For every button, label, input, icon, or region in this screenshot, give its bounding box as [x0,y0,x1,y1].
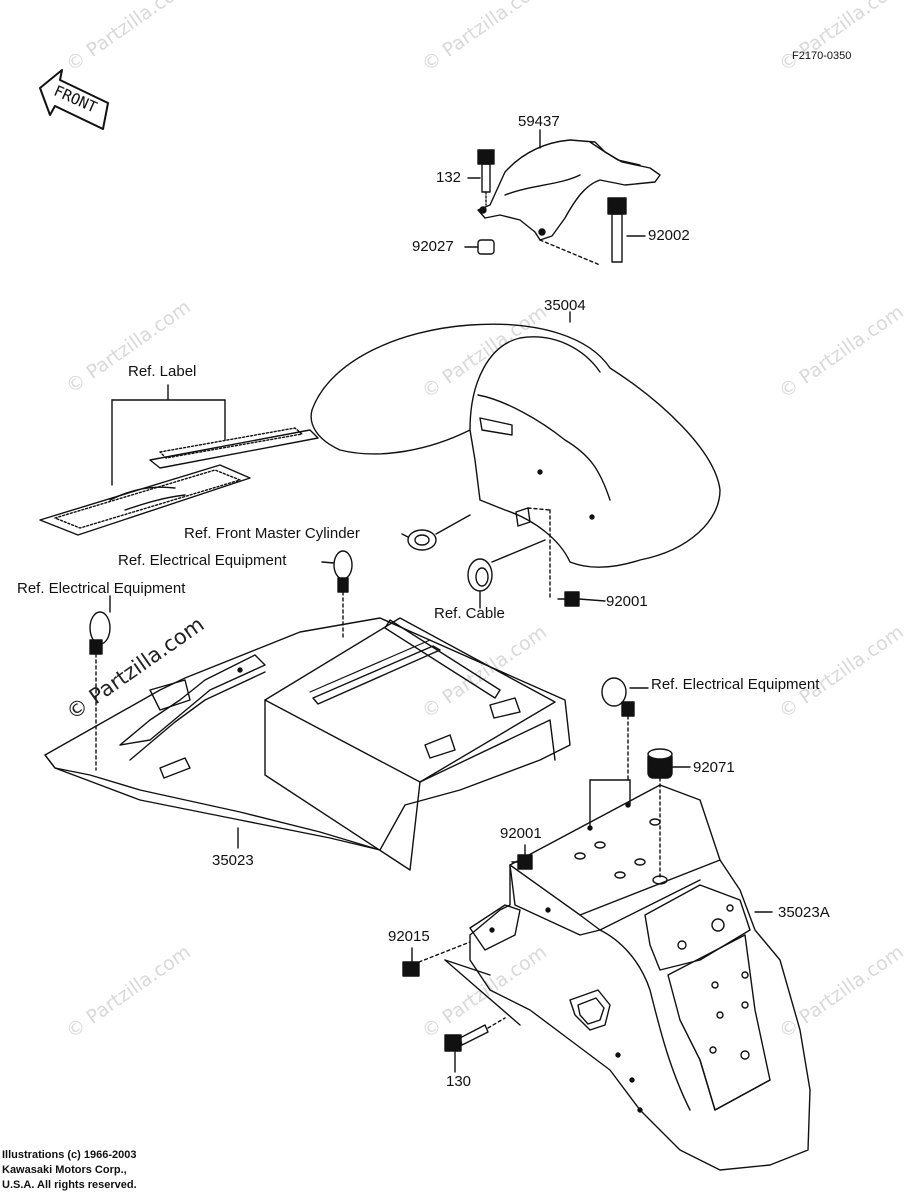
grommet-92071-icon [647,748,691,881]
label-ref-label: Ref. Label [128,363,197,380]
label-92027: 92027 [412,238,454,255]
label-35023: 35023 [212,852,254,869]
label-59437: 59437 [518,113,560,130]
bolt-92001-lower-icon [511,844,533,870]
label-92071: 92071 [693,759,735,776]
label-35023A: 35023A [778,904,830,921]
label-ref-electrical-equipment: Ref. Electrical Equipment [651,676,820,693]
rear-fender-35023A-drawing [444,784,811,1171]
inner-fender-35023-drawing [44,617,571,871]
label-ref-front-master-cylinder: Ref. Front Master Cylinder [184,525,360,542]
bolt-132-icon [467,149,495,206]
label-92015: 92015 [388,928,430,945]
bolt-92002-icon [607,197,646,263]
washer-icon [515,507,551,601]
label-ref-electrical-equipment: Ref. Electrical Equipment [118,552,287,569]
cable-grommet-icon [467,539,546,609]
label-132: 132 [436,169,462,186]
clip-electrical-equipment-icon [321,550,353,641]
front-arrow-icon: FRONT [39,69,109,130]
clip-electrical-equipment-icon [89,595,111,771]
label-92001: 92001 [606,593,648,610]
copyright-line: Kawasaki Motors Corp., [2,1164,127,1176]
copyright-line: U.S.A. All rights reserved. [2,1179,137,1191]
front-fender-35004-drawing [310,311,721,568]
bolt-92015-icon [402,941,471,977]
part-59437-drawing [477,139,661,266]
label-130: 130 [446,1073,472,1090]
label-92002: 92002 [648,227,690,244]
clip-electrical-equipment-icon [601,677,649,781]
diagram-code: F2170-0350 [792,50,852,62]
clamp-front-master-cylinder-icon [401,514,471,551]
ref-label-decals [39,384,319,536]
bolt-130-icon [444,1017,506,1073]
nut-92027-icon [464,239,495,255]
label-ref-cable: Ref. Cable [434,605,505,622]
label-35004: 35004 [544,297,586,314]
copyright-line: Illustrations (c) 1966-2003 [2,1149,137,1161]
copyright-notice: Illustrations (c) 1966-2003 Kawasaki Mot… [2,1148,137,1193]
label-ref-electrical-equipment: Ref. Electrical Equipment [17,580,186,597]
bolt-92001-upper-icon [557,591,606,607]
label-92001: 92001 [500,825,542,842]
